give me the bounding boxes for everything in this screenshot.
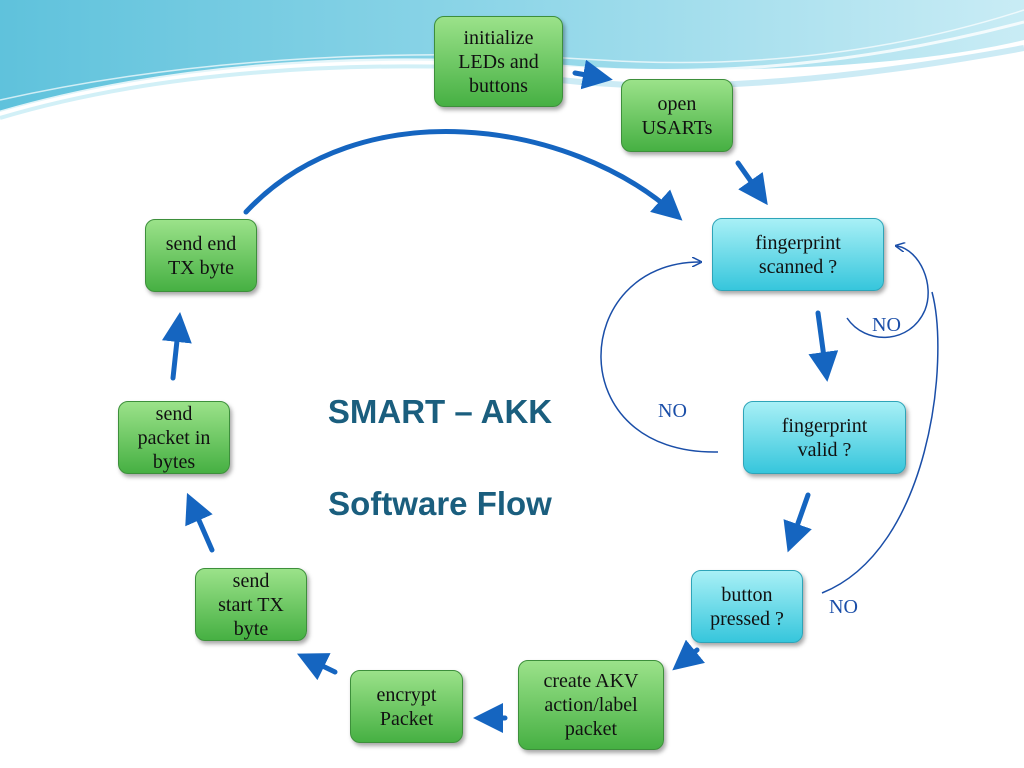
node-create-akv-packet: create AKV action/label packet xyxy=(518,660,664,750)
node-open-usarts: open USARTs xyxy=(621,79,733,152)
node-send-packet-in-bytes: send packet in bytes xyxy=(118,401,230,474)
node-send-end-tx-byte: send end TX byte xyxy=(145,219,257,292)
no-label-button: NO xyxy=(829,596,858,618)
node-fingerprint-scanned: fingerprint scanned ? xyxy=(712,218,884,291)
node-send-start-tx-byte: send start TX byte xyxy=(195,568,307,641)
loop-valid-no xyxy=(600,262,719,453)
diagram-title: SMART – AKK Software Flow xyxy=(300,343,580,573)
arrow-encrypt-to-start xyxy=(296,653,338,681)
arrow-button-to-create xyxy=(672,639,705,671)
loop-scanned-no xyxy=(846,246,929,339)
title-line-2: Software Flow xyxy=(328,485,552,522)
node-initialize-leds-and-buttons: initialize LEDs and buttons xyxy=(434,16,563,107)
arrow-valid-to-button xyxy=(783,492,812,553)
arrow-usarts-to-scanned xyxy=(735,160,768,206)
loop-button-no xyxy=(821,291,939,594)
arrow-packet-to-end xyxy=(161,312,192,381)
no-label-valid: NO xyxy=(658,400,687,422)
arrow-init-to-usarts xyxy=(572,59,613,90)
arrow-start-to-packet xyxy=(185,492,215,553)
arrow-end-to-scanned xyxy=(243,129,683,221)
node-button-pressed: button pressed ? xyxy=(691,570,803,643)
arrow-scanned-to-valid xyxy=(808,310,839,382)
node-encrypt-packet: encrypt Packet xyxy=(350,670,463,743)
no-label-scanned: NO xyxy=(872,314,901,336)
title-line-1: SMART – AKK xyxy=(327,393,553,430)
node-fingerprint-valid: fingerprint valid ? xyxy=(743,401,906,474)
